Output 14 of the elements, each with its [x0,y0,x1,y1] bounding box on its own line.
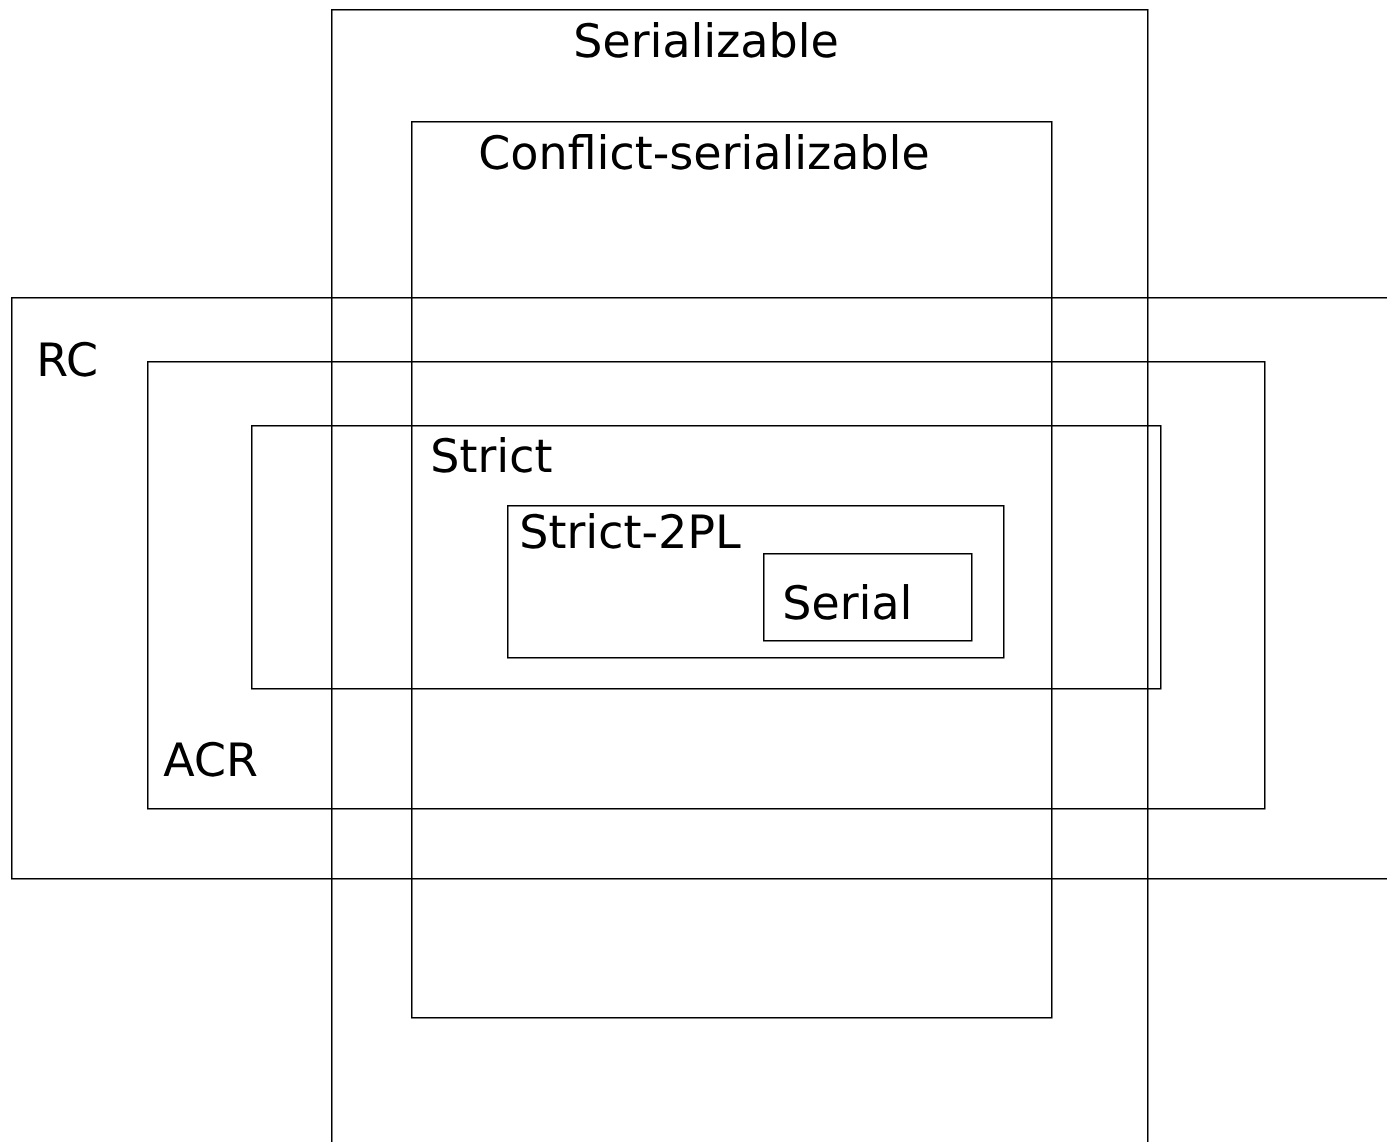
set-label: Serial [785,584,909,620]
set-box [763,553,973,642]
set-label: Strict [433,437,552,473]
set-box [147,361,1266,810]
set-label: RC [40,341,96,377]
set-box [11,297,1387,880]
set-box [331,9,1149,1142]
set-label: Strict-2PL [522,513,741,549]
set-label: ACR [163,741,257,777]
set-box [411,121,1053,1019]
set-box [251,425,1162,690]
set-label: Serializable [576,22,837,58]
set-label: Conflict-serializable [480,134,928,170]
set-box [507,505,1005,659]
